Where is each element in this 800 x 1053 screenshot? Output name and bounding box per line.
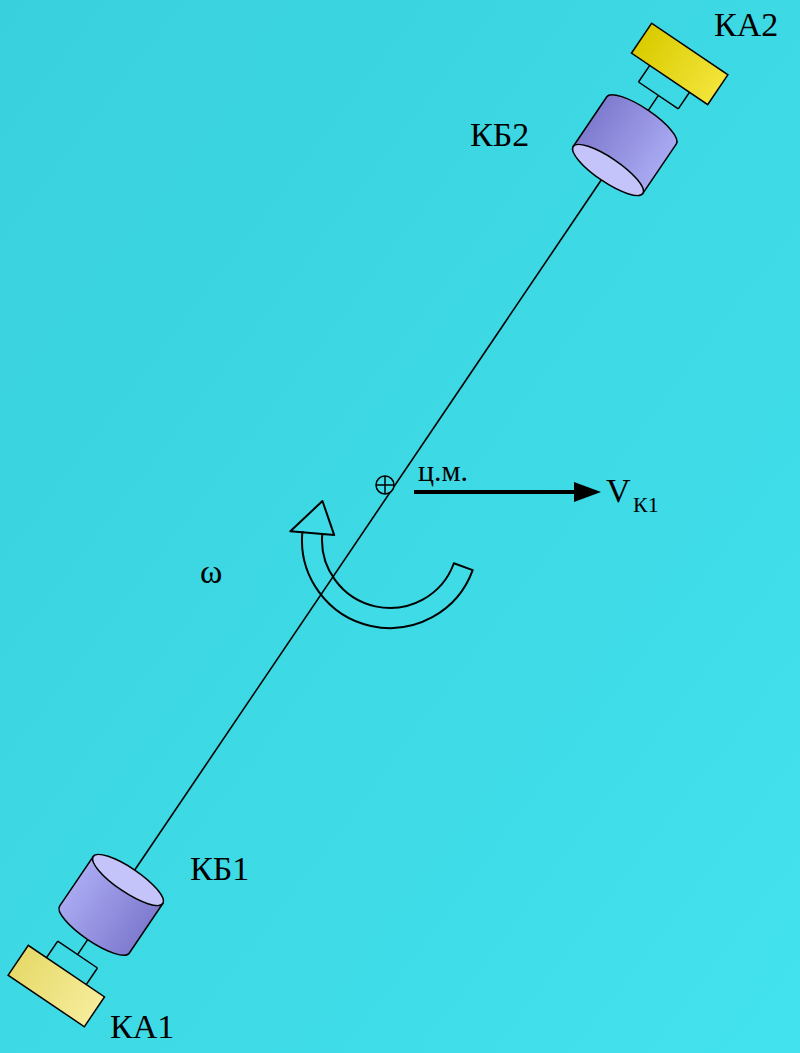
- center-of-mass-symbol: [376, 476, 394, 494]
- spacecraft-label: КА1: [110, 1010, 174, 1044]
- spacecraft-label: КА2: [714, 8, 778, 42]
- cable-drum-label: КБ2: [470, 118, 529, 152]
- spacecraft-block: [631, 23, 727, 104]
- cylinder-cap: [86, 847, 169, 914]
- tether-line: [128, 170, 608, 880]
- stem: [648, 95, 658, 110]
- velocity-subscript: К1: [633, 494, 659, 516]
- top-end-assembly: [563, 23, 728, 205]
- cylinder-cap: [566, 137, 649, 204]
- velocity-symbol: V: [606, 474, 631, 508]
- cable-drum-label: КБ1: [190, 852, 249, 886]
- angular-velocity-symbol: ω: [200, 555, 222, 589]
- bottom-end-assembly: [8, 844, 173, 1026]
- stem: [78, 940, 88, 955]
- spacecraft-block: [8, 945, 104, 1026]
- center-of-mass-label: ц.м.: [418, 456, 468, 486]
- rotation-arrow: [290, 501, 472, 628]
